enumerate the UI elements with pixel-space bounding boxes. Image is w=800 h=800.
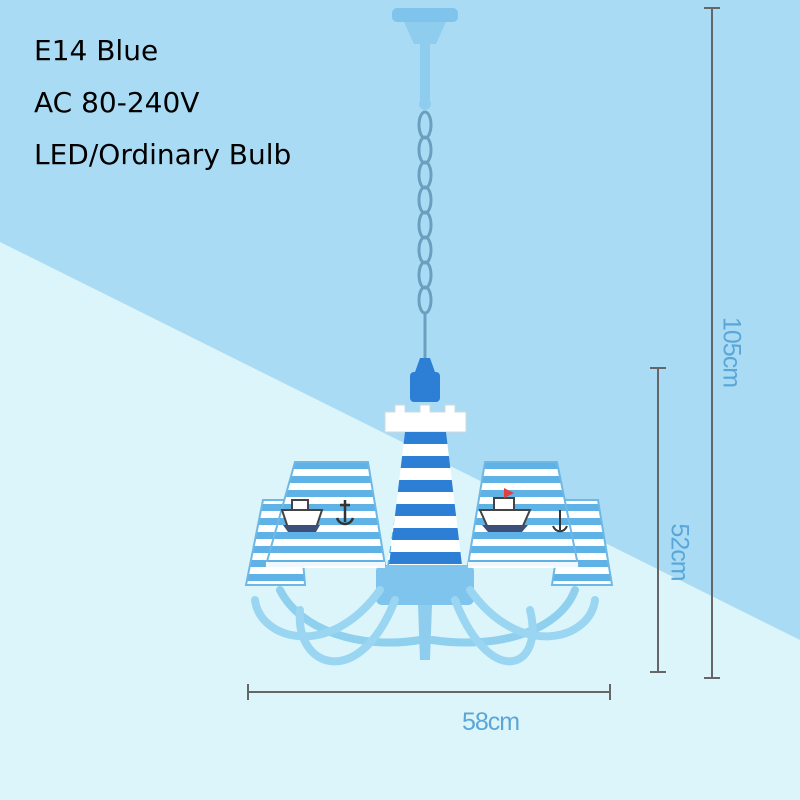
dimension-width: 58cm	[462, 708, 520, 736]
lighthouse-tower-icon	[376, 358, 474, 660]
ceiling-canopy-icon	[392, 8, 458, 110]
background-dark	[0, 0, 800, 640]
spec-line-bulb-type: LED/Ordinary Bulb	[34, 138, 292, 171]
dimension-lines	[247, 7, 720, 700]
spec-line-socket-color: E14 Blue	[34, 34, 159, 67]
spec-line-voltage: AC 80-240V	[34, 86, 200, 119]
dimension-height-total: 105cm	[717, 316, 746, 388]
lamp-shade-right-front	[466, 461, 580, 568]
lamp-arms-front	[251, 586, 599, 666]
dimension-height-fixture: 52cm	[665, 523, 694, 581]
chain-icon	[417, 110, 433, 372]
lamp-shade-left-front	[264, 461, 387, 568]
